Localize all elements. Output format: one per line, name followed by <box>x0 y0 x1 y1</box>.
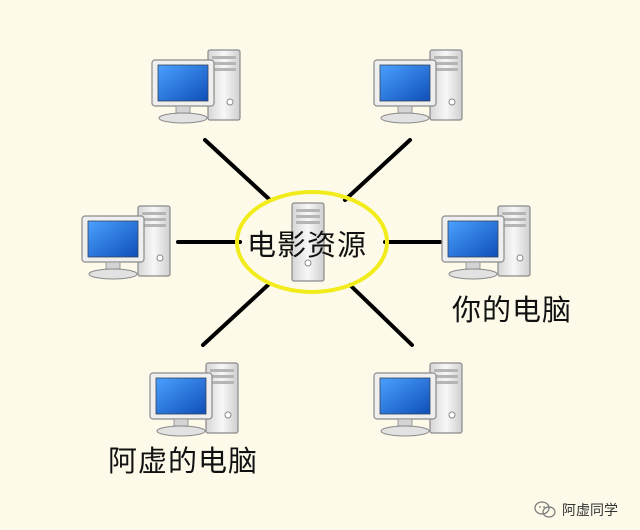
connectors <box>176 138 442 347</box>
computer-icon <box>149 362 239 437</box>
movie-resource-label: 电影资源 <box>247 228 368 262</box>
your-computer-label: 你的电脑 <box>452 293 573 327</box>
computer-icon <box>81 205 171 280</box>
computer-icon <box>441 205 531 280</box>
watermark-text: 阿虚同学 <box>562 503 618 519</box>
wechat-icon <box>534 501 556 518</box>
computer-icon <box>151 49 241 124</box>
axu-computer-label: 阿虚的电脑 <box>108 444 259 478</box>
computer-icon <box>373 362 463 437</box>
connector-top-right <box>343 138 412 202</box>
connector-bottom-right <box>348 283 414 347</box>
connector-bottom-left <box>201 283 270 347</box>
resource-highlight-ellipse <box>235 190 389 294</box>
watermark: 阿虚同学 <box>534 500 618 520</box>
server-icon <box>291 202 325 282</box>
computer-icon <box>373 49 463 124</box>
connector-top-left <box>203 138 272 202</box>
